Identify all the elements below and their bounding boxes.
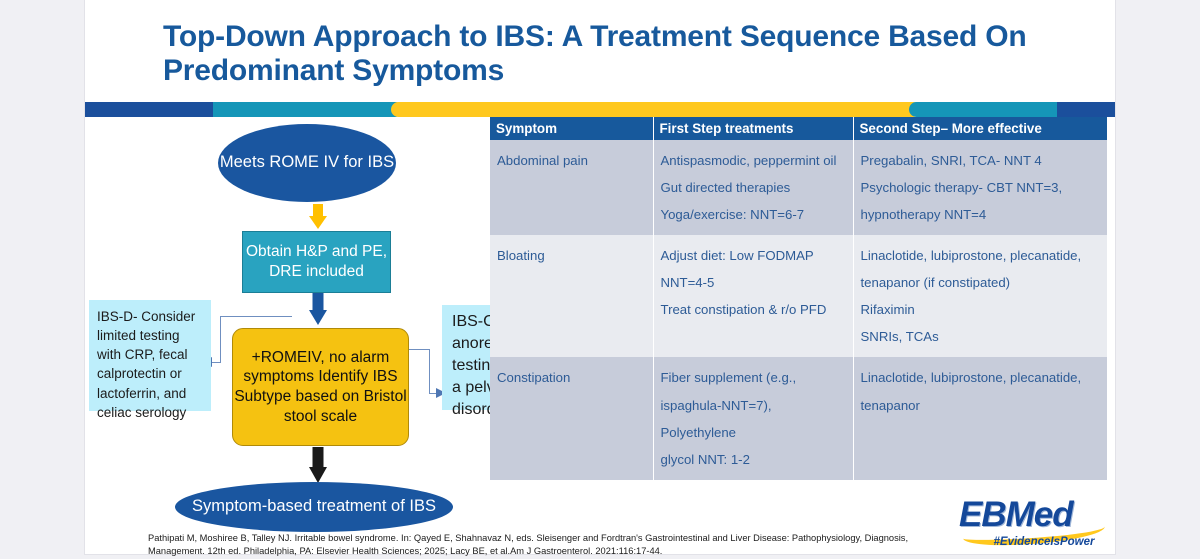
cell-line: ispaghula-NNT=7), Polyethylene — [660, 397, 772, 440]
cell-line: glycol NNT: 1-2 — [660, 451, 750, 467]
arrow-hp-to-subtype — [307, 293, 329, 326]
cell-first-step: Fiber supplement (e.g., ispaghula-NNT=7)… — [653, 357, 854, 480]
flow-node-obtain-hp: Obtain H&P and PE, DRE included — [242, 231, 391, 293]
cell-second-step: Linaclotide, lubiprostone, plecanatide, … — [853, 357, 1107, 480]
flow-node-symptom-based-treatment: Symptom-based treatment of IBS — [175, 482, 453, 532]
arrow-head — [309, 310, 327, 325]
arrow-rome-to-hp — [307, 204, 329, 229]
connector-subtype-to-ibsd — [220, 316, 292, 317]
cell-line: Rifaximin — [860, 302, 915, 318]
cell-line: Fiber supplement (e.g., — [660, 370, 797, 386]
page-title: Top-Down Approach to IBS: A Treatment Se… — [163, 20, 1027, 88]
connector-subtype-to-ibsd-vertical — [220, 316, 221, 362]
cell-first-step: Adjust diet: Low FODMAP NNT=4-5 Treat co… — [653, 235, 854, 358]
cell-symptom: Constipation — [490, 357, 654, 480]
column-header-second-step: Second Step– More effective — [853, 117, 1107, 140]
slide-content: Meets ROME IV for IBS Obtain H&P and PE,… — [85, 117, 1115, 556]
cell-line: tenapanor (if constipated) — [860, 275, 1011, 291]
accent-segment-right-dark — [1057, 102, 1115, 117]
cell-symptom: Bloating — [490, 235, 654, 358]
arrow-subtype-to-outcome — [307, 447, 329, 483]
accent-segment-right-teal — [909, 102, 1069, 117]
cell-second-step: Pregabalin, SNRI, TCA- NNT 4 Psychologic… — [853, 140, 1107, 236]
connector-arrowhead-ibsc — [436, 388, 446, 398]
accent-segment-center-yellow — [391, 102, 921, 117]
arrow-stem — [312, 293, 324, 311]
cell-line: Yoga/exercise: NNT=6-7 — [660, 207, 805, 223]
arrow-stem — [313, 204, 323, 217]
accent-bar — [85, 102, 1115, 117]
cell-line: Linaclotide, lubiprostone, plecanatide, — [860, 248, 1082, 264]
cell-line: Linaclotide, lubiprostone, plecanatide, — [860, 370, 1082, 386]
accent-segment-left-teal — [213, 102, 403, 117]
connector-subtype-to-ibsd-horizontal — [211, 362, 221, 363]
slide: Top-Down Approach to IBS: A Treatment Se… — [85, 0, 1115, 556]
cell-line: Treat constipation & r/o PFD — [660, 302, 827, 318]
table-row: Abdominal pain Antispasmodic, peppermint… — [490, 140, 1107, 236]
accent-segment-left-dark — [85, 102, 225, 117]
callout-ibs-d: IBS-D- Consider limited testing with CRP… — [89, 300, 211, 420]
flow-node-identify-subtype: +ROMEIV, no alarm symptoms Identify IBS … — [232, 328, 409, 446]
flow-node-rome-iv: Meets ROME IV for IBS — [218, 124, 396, 202]
ebmed-logo: EBMed #EvidenceIsPower — [953, 495, 1111, 553]
table-row: Constipation Fiber supplement (e.g., isp… — [490, 357, 1107, 480]
cell-line: hypnotherapy NNT=4 — [860, 207, 987, 223]
arrow-head — [309, 216, 327, 229]
cell-first-step: Antispasmodic, peppermint oil Gut direct… — [653, 140, 854, 236]
arrow-stem — [312, 447, 324, 468]
column-header-symptom: Symptom — [490, 117, 654, 140]
cell-symptom: Abdominal pain — [490, 140, 654, 236]
connector-subtype-to-ibsc-vertical — [429, 349, 430, 393]
logo-tagline: #EvidenceIsPower — [993, 536, 1095, 548]
cell-line: NNT=4-5 — [660, 275, 715, 291]
cell-line: Adjust diet: Low FODMAP — [660, 248, 814, 264]
cell-line: Antispasmodic, peppermint oil — [660, 153, 837, 168]
table-row: Bloating Adjust diet: Low FODMAP NNT=4-5… — [490, 235, 1107, 358]
cell-line: SNRIs, TCAs — [860, 329, 939, 345]
table-header-row: Symptom First Step treatments Second Ste… — [490, 117, 1107, 140]
connector-subtype-to-ibsc-horizontal — [429, 393, 437, 394]
cell-second-step: Linaclotide, lubiprostone, plecanatide, … — [853, 235, 1107, 358]
cell-line: tenapanor — [860, 397, 920, 413]
column-header-first-step: First Step treatments — [653, 117, 854, 140]
cell-line: Pregabalin, SNRI, TCA- NNT 4 — [860, 153, 1042, 168]
treatment-table: Symptom First Step treatments Second Ste… — [490, 117, 1107, 480]
cell-line: Gut directed therapies — [660, 180, 791, 196]
citation-text: Pathipati M, Moshiree B, Talley NJ. Irri… — [148, 533, 909, 557]
title-area: Top-Down Approach to IBS: A Treatment Se… — [85, 0, 1115, 102]
cell-line: Psychologic therapy- CBT NNT=3, — [860, 180, 1063, 196]
logo-wordmark: EBMed — [959, 495, 1074, 534]
arrow-head — [309, 467, 327, 483]
